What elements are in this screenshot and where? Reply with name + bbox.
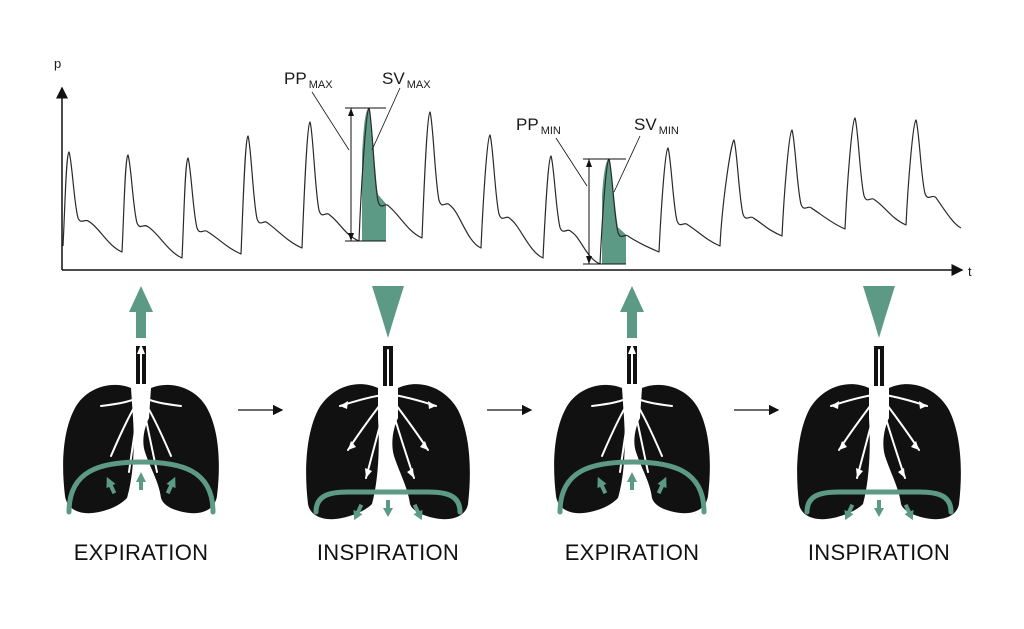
- diaphragm-up-arrow-icon: [165, 476, 176, 495]
- diaphragm-up-arrow-icon: [627, 472, 637, 490]
- phase-label: INSPIRATION: [317, 540, 459, 565]
- phase-1-expiration: EXPIRATION: [62, 286, 220, 565]
- stroke-volume-min-area: [602, 159, 626, 264]
- phase-2-inspiration: INSPIRATION: [305, 286, 471, 565]
- diaphragm-up-arrow-icon: [656, 476, 667, 495]
- diaphragm-down-arrow-icon: [412, 503, 423, 521]
- phase-label: EXPIRATION: [74, 540, 209, 565]
- pp-min-leader: [555, 137, 588, 187]
- diaphragm-icon: [557, 459, 707, 515]
- diaphragm-down-arrow-icon: [353, 503, 364, 521]
- phase-label: INSPIRATION: [808, 540, 950, 565]
- diaphragm-up-arrow-icon: [106, 476, 117, 495]
- airflow-down-arrow-icon: [863, 286, 895, 338]
- sv-min-leader: [613, 135, 641, 193]
- phase-4-inspiration: INSPIRATION: [796, 286, 962, 565]
- diaphragm-down-arrow-icon: [844, 503, 855, 521]
- diaphragm-up-arrow-icon: [136, 472, 146, 490]
- phase-3-expiration: EXPIRATION: [553, 286, 711, 565]
- diaphragm-up-arrow-icon: [597, 476, 608, 495]
- stroke-volume-areas: [362, 108, 626, 264]
- airflow-down-arrow-icon: [372, 286, 404, 338]
- diaphragm-down-arrow-icon: [903, 503, 914, 521]
- stroke-volume-max-area: [362, 108, 386, 241]
- pp-max-measure: [345, 107, 386, 242]
- phase-label: EXPIRATION: [565, 540, 700, 565]
- respiratory-phases: EXPIRATION INSPIRATION EXPIRATION INSPIRATI…: [62, 286, 962, 565]
- airflow-up-arrow-icon: [620, 286, 644, 338]
- diaphragm-icon: [66, 459, 216, 515]
- sv-max-leader: [371, 87, 401, 151]
- x-axis-label: t: [968, 264, 972, 279]
- diaphragm-icon: [313, 489, 463, 515]
- arterial-pressure-waveform: [62, 107, 962, 265]
- airflow-up-arrow-icon: [129, 286, 153, 338]
- pp-max-leader: [311, 91, 350, 151]
- diaphragm-icon: [804, 489, 954, 515]
- diaphragm-down-arrow-icon: [874, 500, 884, 517]
- diaphragm-down-arrow-icon: [383, 500, 393, 517]
- y-axis-label: p: [54, 56, 61, 71]
- pp-min-measure: [583, 158, 626, 265]
